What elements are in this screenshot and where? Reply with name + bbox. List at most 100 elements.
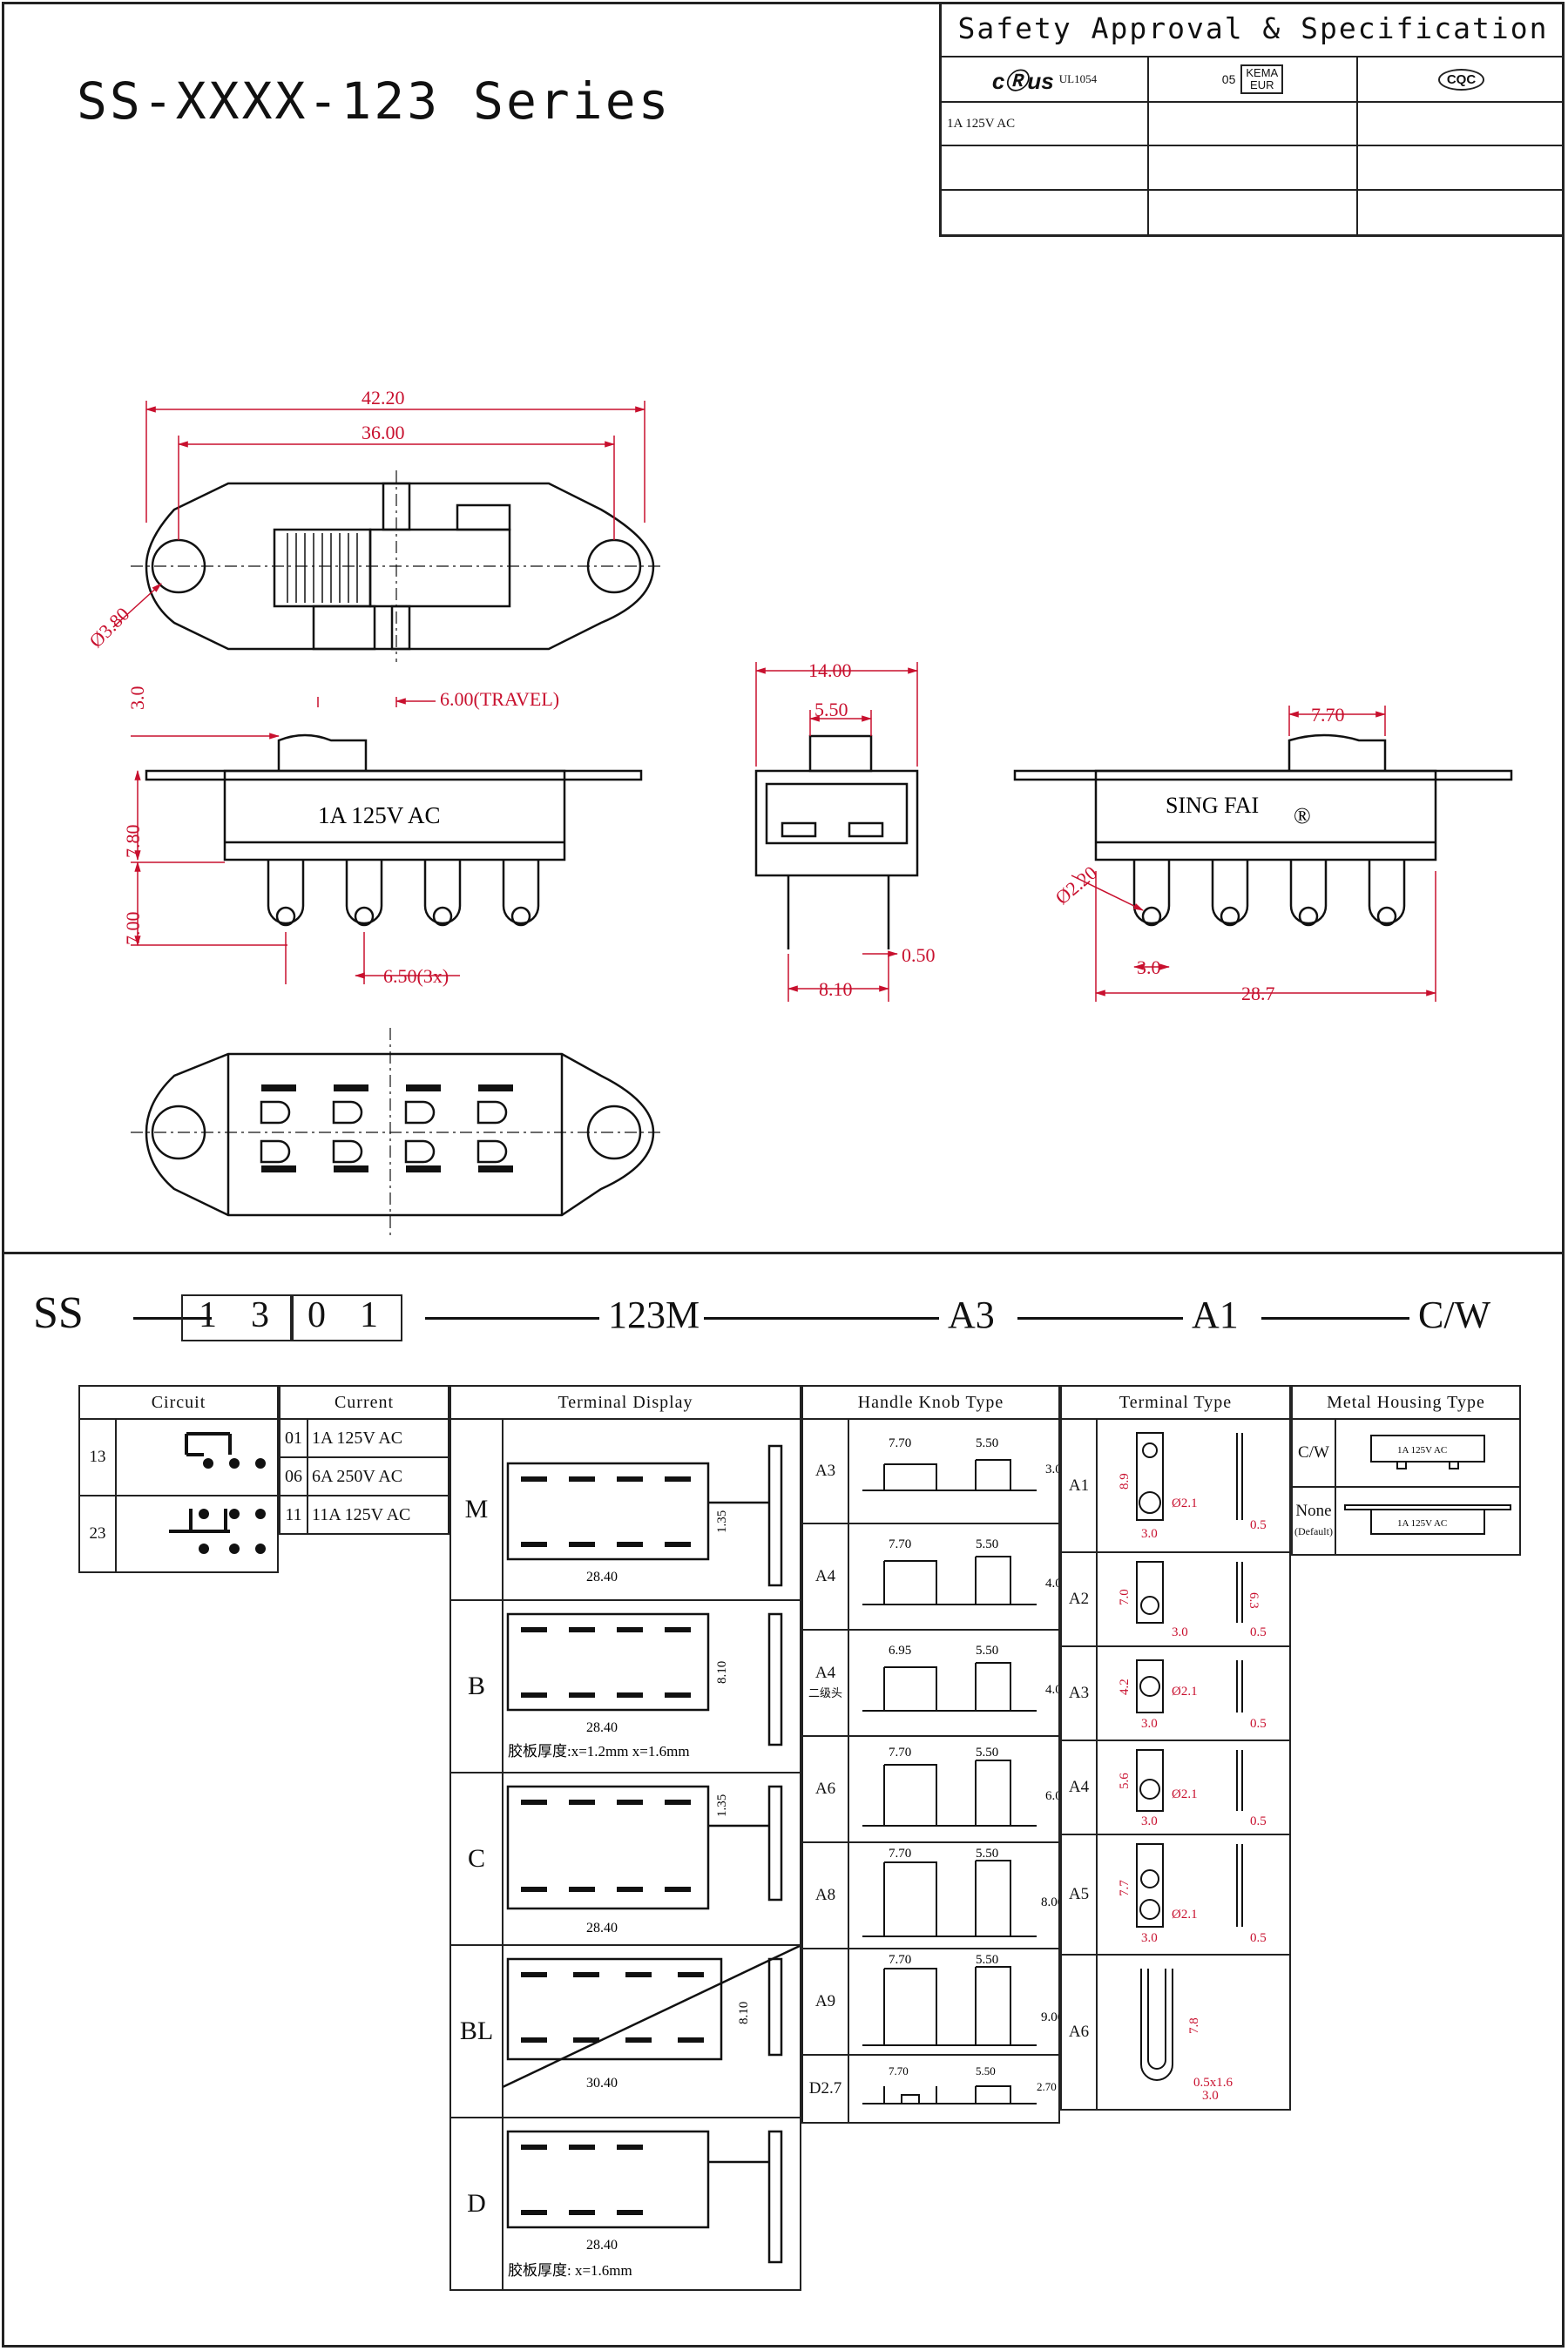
dim-pin-hole: Ø2.20 [1051,861,1101,909]
switch-drawing: 1A 125V AC SING FAI ® [84,387,1513,1237]
code-digit: 1 [199,1295,217,1335]
section-divider [2,1252,1565,1254]
knob-label: A8 [801,1841,849,1949]
svg-text:7.70: 7.70 [889,2064,909,2077]
housing-none-drawing: 1A 125V AC [1335,1486,1521,1556]
terminal-type-header: Terminal Type [1060,1385,1291,1420]
svg-text:28.40: 28.40 [586,1570,618,1584]
svg-text:1.35: 1.35 [715,1794,729,1817]
code-digit: 3 [251,1295,269,1335]
svg-text:1A 125V AC: 1A 125V AC [1397,1445,1447,1456]
current-header: Current [279,1385,449,1420]
svg-text:8.10: 8.10 [715,1661,729,1684]
brand-label: SING FAI [1166,793,1259,818]
ul-logo-icon: cⓇus [991,67,1054,94]
code-line [704,1317,939,1320]
circuit-code: 13 [78,1418,117,1496]
display-label: BL [449,1944,504,2118]
svg-text:8.9: 8.9 [1118,1473,1132,1490]
current-code: 01 [279,1418,308,1458]
code-housing: C/W [1418,1294,1491,1336]
svg-text:3.0: 3.0 [1141,1527,1158,1541]
safety-approval-table: Safety Approval & Specification cⓇus UL1… [939,2,1565,237]
svg-text:5.50: 5.50 [976,1847,998,1861]
dim-pin-thickness: 0.50 [902,944,936,966]
svg-text:0.5: 0.5 [1250,1717,1267,1731]
dim-knob-width: 5.50 [814,699,848,720]
svg-text:胶板厚度: x=1.6mm: 胶板厚度: x=1.6mm [508,2262,632,2279]
dim-pin-width: 3.0 [1137,956,1161,978]
svg-text:3.0: 3.0 [1141,1717,1158,1731]
svg-text:30.40: 30.40 [586,2076,618,2091]
display-label: D [449,2117,504,2291]
code-line [1261,1317,1409,1320]
svg-text:3.0: 3.0 [1202,2089,1219,2103]
metal-housing-header: Metal Housing Type [1291,1385,1521,1420]
terminal-label: A6 [1060,1954,1098,2111]
svg-text:6.95: 6.95 [889,1644,911,1658]
svg-text:8.00: 8.00 [1041,1895,1058,1909]
code-display: 123M [608,1294,700,1336]
cqc-cell: CQC [1358,57,1565,103]
current-rating: 1A 125V AC [307,1418,449,1458]
dim-overall-length: 42.20 [362,387,405,409]
knob-label: A3 [801,1418,849,1524]
housing-label: C/W [1291,1418,1336,1488]
kema-prefix: 05 [1221,72,1236,86]
dim-knob-length: 7.70 [1311,704,1345,726]
svg-text:28.40: 28.40 [586,1921,618,1936]
empty-cell [942,146,1149,191]
svg-text:5.50: 5.50 [976,1436,998,1450]
body-label: 1A 125V AC [318,802,441,828]
terminal-a2-drawing: 7.0 6.3 3.0 0.5 [1096,1551,1291,1647]
svg-text:8.10: 8.10 [737,2002,751,2024]
svg-text:Ø2.1: Ø2.1 [1172,1496,1198,1510]
terminal-label: A3 [1060,1645,1098,1741]
svg-text:1.35: 1.35 [715,1510,729,1533]
empty-cell [1149,146,1358,191]
code-line [133,1317,212,1320]
cqc-logo-icon: CQC [1437,68,1485,91]
svg-text:6.3: 6.3 [1247,1592,1260,1609]
empty-cell [1358,146,1565,191]
ul-cell: cⓇus UL1054 [942,57,1149,103]
ul-code: UL1054 [1058,72,1098,85]
svg-text:7.0: 7.0 [1118,1589,1132,1605]
svg-text:7.70: 7.70 [889,1537,911,1551]
code-box-current [290,1294,402,1341]
svg-text:7.70: 7.70 [889,1746,911,1760]
dim-travel: 6.00(TRAVEL) [440,688,559,710]
svg-text:2.70: 2.70 [1037,2080,1057,2093]
svg-text:0.5: 0.5 [1250,1625,1267,1639]
knob-a9-drawing: 7.705.509.00 [848,1948,1064,2056]
code-digit: 1 [360,1295,378,1335]
svg-text:9.00: 9.00 [1041,2010,1058,2024]
svg-text:Ø2.1: Ø2.1 [1172,1908,1198,1922]
dim-pin-row: 28.7 [1241,983,1275,1004]
knob-label: A9 [801,1948,849,2056]
svg-text:0.5x1.6: 0.5x1.6 [1193,2076,1233,2090]
code-line [425,1317,599,1320]
knob-a8-drawing: 7.705.508.00 [848,1841,1064,1949]
metal-housing-table: Metal Housing Type C/W 1A 125V AC None(D… [1291,1385,1521,1556]
knob-label: D2.7 [801,2054,849,2124]
ur-mark-icon: ® [1294,803,1311,828]
circuit-code: 23 [78,1495,117,1573]
display-m-drawing: 28.40 1.35 [502,1418,801,1601]
svg-text:3.0: 3.0 [1172,1625,1188,1639]
display-bl-drawing: 30.40 8.10 [450,1944,801,2118]
code-prefix: SS [33,1288,84,1338]
svg-text:5.50: 5.50 [976,1746,998,1760]
